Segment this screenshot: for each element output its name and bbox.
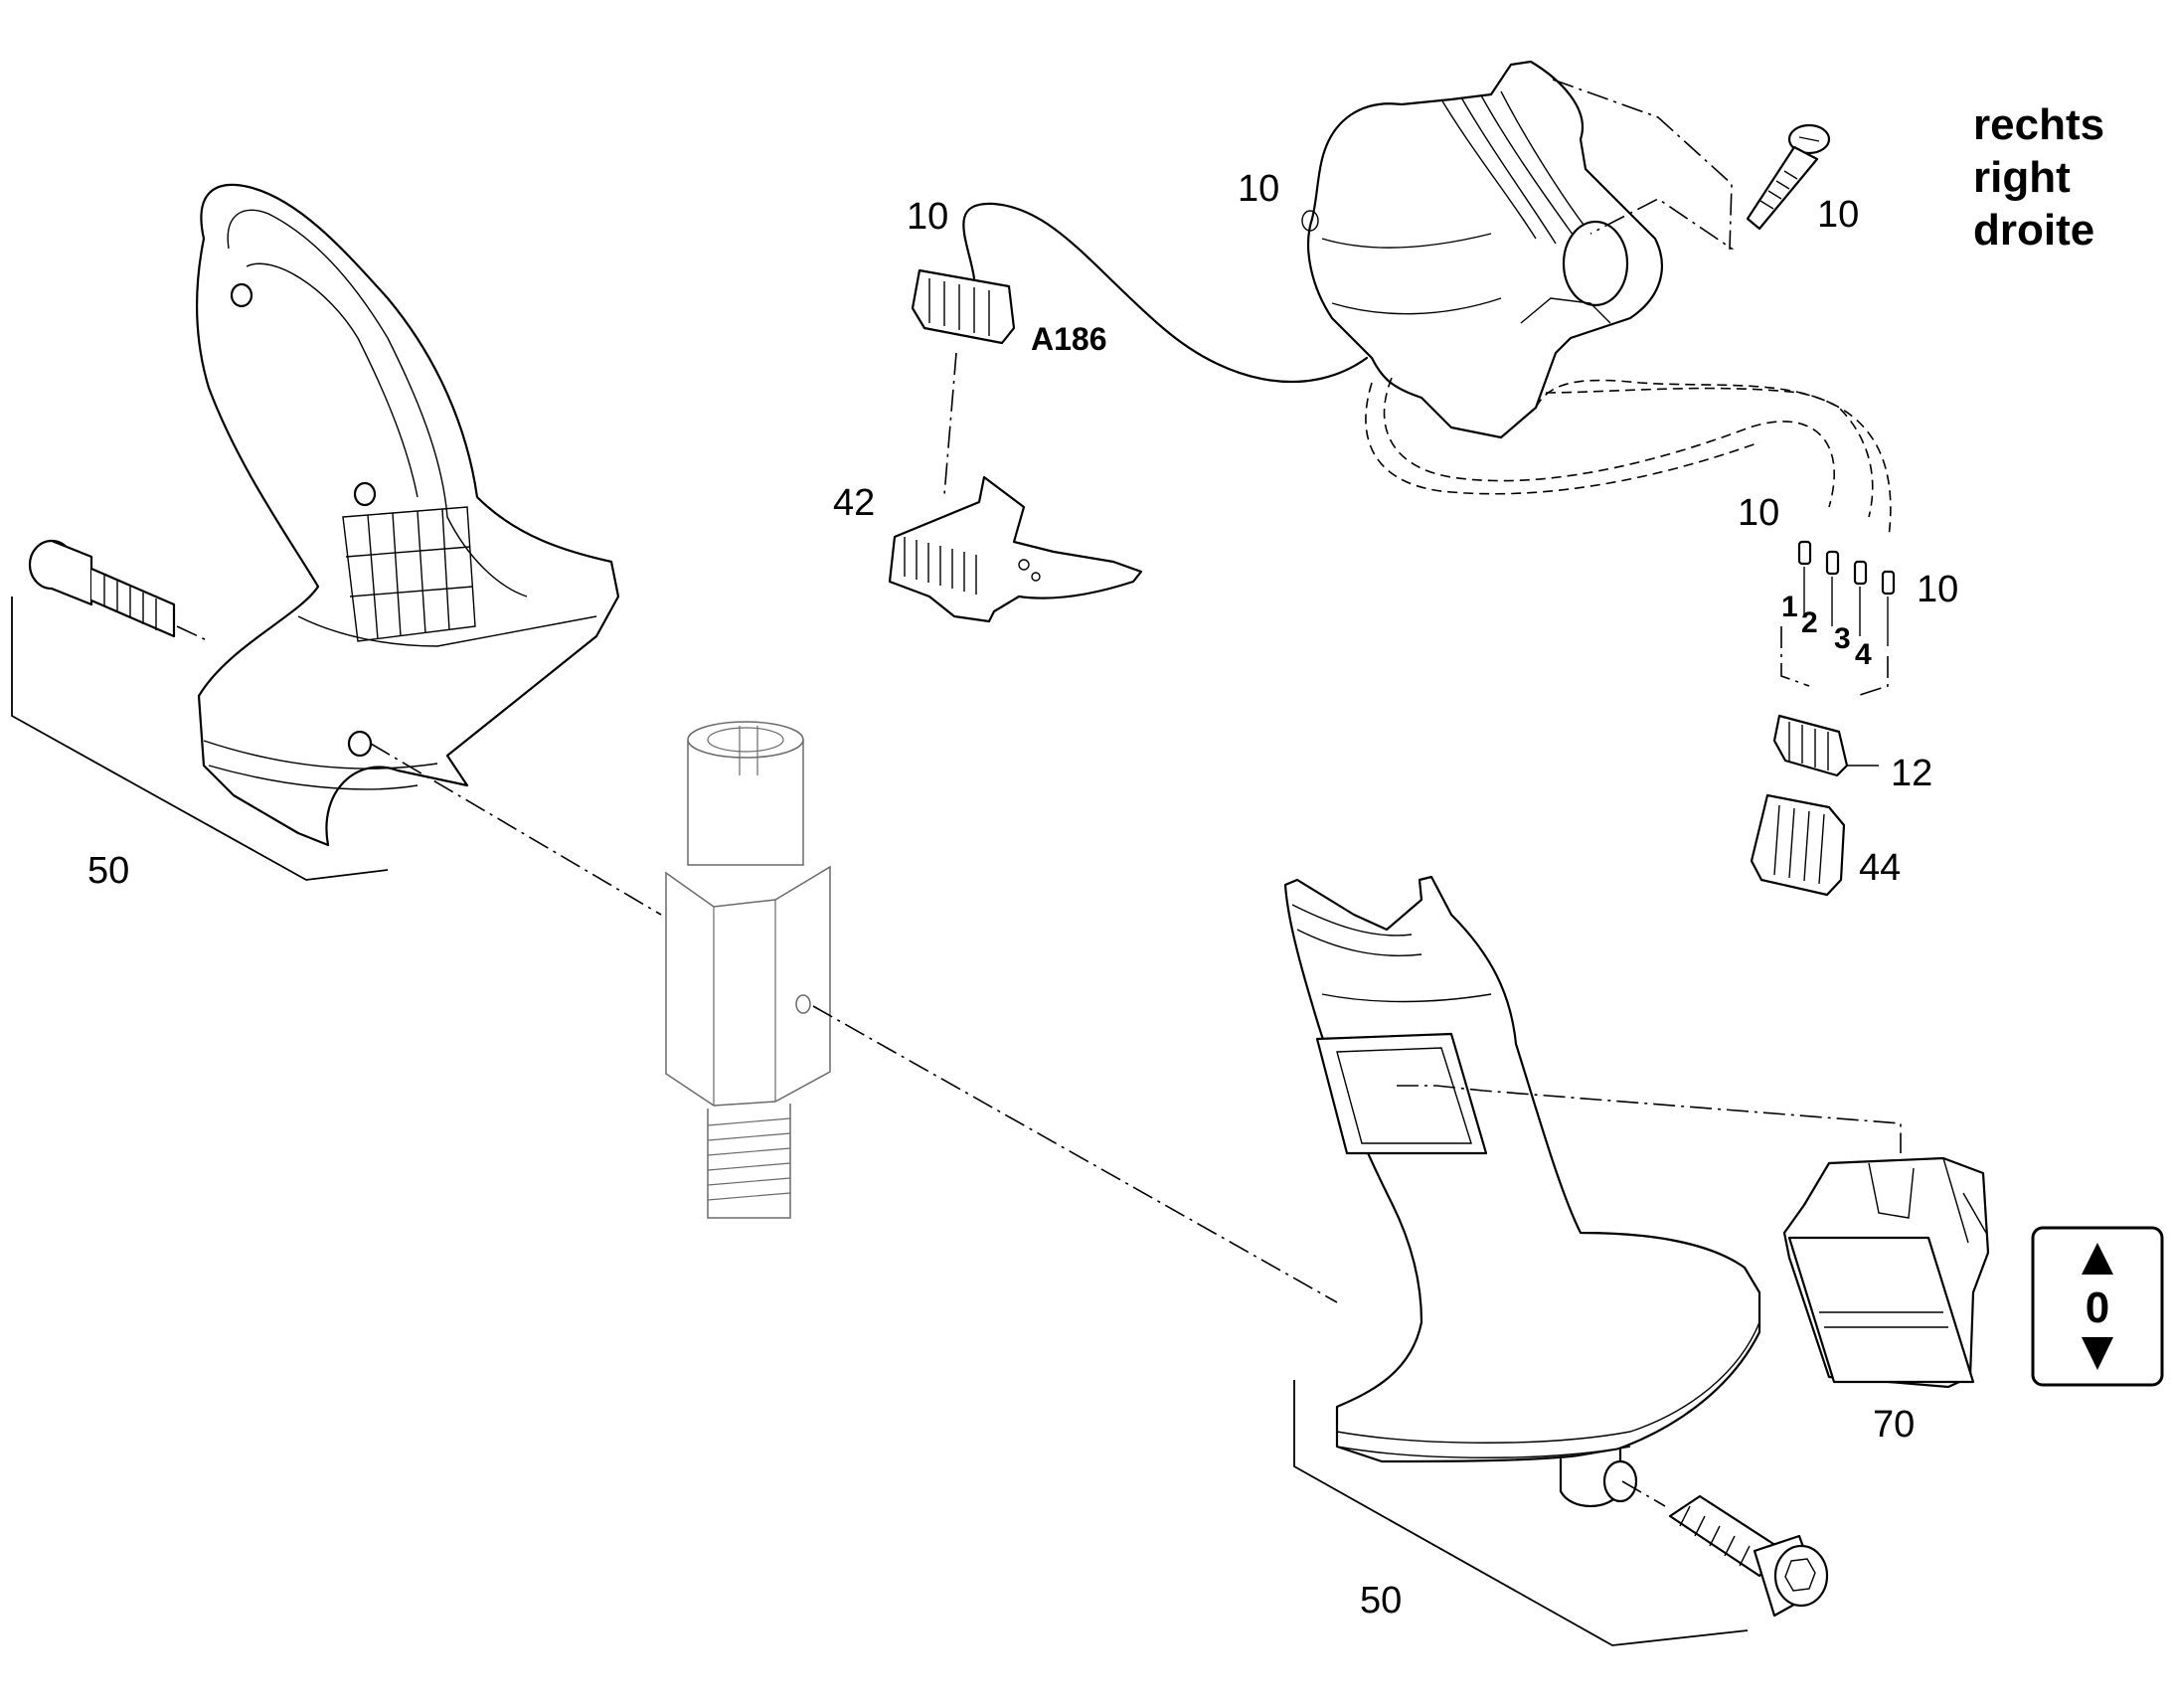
callout-screw-top: 10 [1817,194,1859,236]
bracket-right-50 [1293,1380,1749,1646]
cap-screw-right [1668,1494,1829,1618]
callout-wires-left: 10 [1738,492,1779,534]
orientation-label-en: right [1973,153,2071,202]
callout-connector-left: 10 [907,196,948,238]
cap-screw-left [28,539,176,638]
switch-off-label: 0 [2086,1283,2109,1332]
switch-housing [1301,60,1663,439]
wire-pin-3: 3 [1834,622,1851,655]
up-triangle-icon [2082,1243,2113,1275]
connector-code-label: A186 [1031,321,1107,357]
callout-rocker-switch: 70 [1873,1404,1915,1446]
clip-42 [888,475,1143,623]
wire-pin-2: 2 [1801,606,1818,639]
callout-connector-12: 12 [1891,753,1932,794]
spacer-bolt [665,721,831,1219]
right-handle-half [1283,875,1761,1508]
wire-pin-4: 4 [1855,638,1872,671]
connector-12 [1772,714,1879,777]
callout-clip: 42 [833,482,875,524]
orientation-label-de: rechts [1973,100,2104,149]
cover-44 [1750,793,1846,897]
rocker-switch-70 [1782,1156,1990,1389]
wire-terminals [1797,540,1896,646]
callout-left-handle: 50 [87,850,129,892]
callout-right-handle: 50 [1360,1580,1402,1622]
callout-switch-housing: 10 [1238,168,1279,210]
left-handle-half [195,183,620,847]
switch-symbol-box [2031,1226,2164,1387]
wire-pin-1: 1 [1781,591,1798,623]
down-triangle-icon [2082,1337,2113,1370]
callout-wires-right: 10 [1917,569,1958,610]
connector-a186 [911,268,1016,345]
bracket-left-50 [11,597,389,881]
orientation-label-fr: droite [1973,206,2094,255]
left-handle-grid [342,506,476,642]
screw-top [1746,123,1831,231]
callout-cover-44: 44 [1859,847,1901,889]
